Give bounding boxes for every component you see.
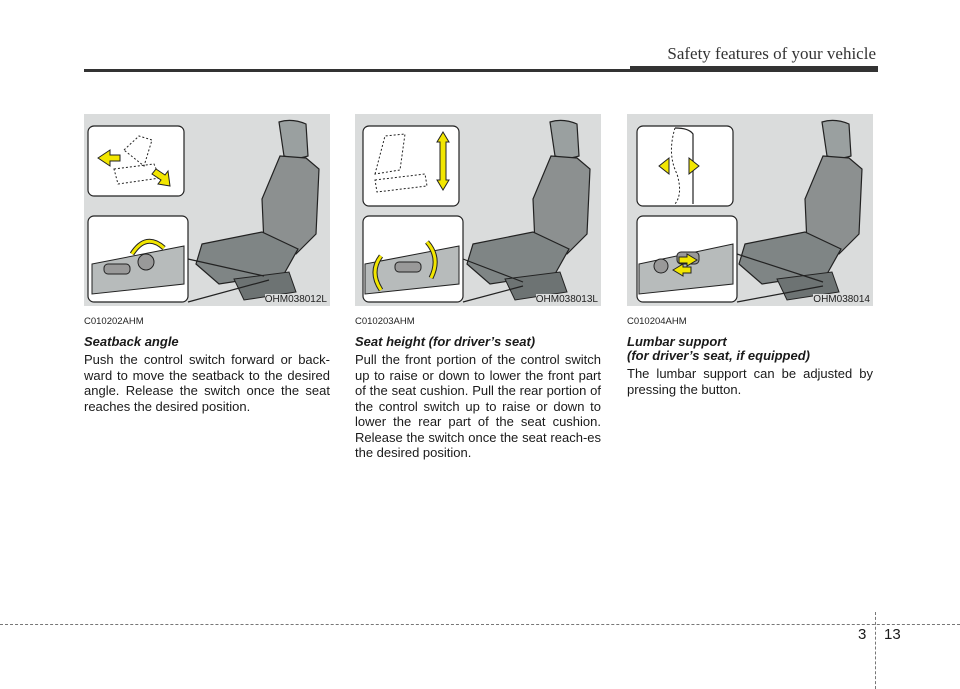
section-seat-height: OHM038013L C010203AHM Seat height (for d… xyxy=(355,114,601,461)
section-heading: Seat height (for driver’s seat) xyxy=(355,334,536,349)
figure-lumbar-support: OHM038014 xyxy=(627,114,873,306)
figure-code: OHM038014 xyxy=(813,294,870,305)
seat-illustration xyxy=(87,119,320,303)
chapter-number: 3 xyxy=(858,626,867,643)
section-body: Pull the front portion of the control sw… xyxy=(355,352,601,460)
section-lumbar-support: OHM038014 C010204AHM Lumbar support (for… xyxy=(627,114,873,397)
reference-code: C010203AHM xyxy=(355,316,415,327)
page-number: 13 xyxy=(884,626,901,643)
seat-illustration xyxy=(362,119,591,303)
footer-divider xyxy=(875,612,876,689)
figure-seat-height: OHM038013L xyxy=(355,114,601,306)
running-header: Safety features of your vehicle xyxy=(667,44,876,63)
reference-code: C010204AHM xyxy=(627,316,687,327)
header-rule xyxy=(84,69,878,72)
section-subheading: (for driver’s seat, if equipped) xyxy=(627,348,811,363)
section-body: The lumbar support can be adjusted by pr… xyxy=(627,366,873,397)
section-body: Push the control switch forward or back-… xyxy=(84,352,330,414)
section-heading: Lumbar support xyxy=(627,334,727,349)
figure-code: OHM038012L xyxy=(264,294,327,305)
section-seatback-angle: OHM038012L C010202AHM Seatback angle Pus… xyxy=(84,114,330,414)
section-heading: Seatback angle xyxy=(84,334,179,349)
figure-code: OHM038013L xyxy=(535,294,598,305)
figure-seatback-angle: OHM038012L xyxy=(84,114,330,306)
reference-code: C010202AHM xyxy=(84,316,144,327)
footer-rule xyxy=(0,624,960,625)
seat-illustration xyxy=(636,119,863,303)
